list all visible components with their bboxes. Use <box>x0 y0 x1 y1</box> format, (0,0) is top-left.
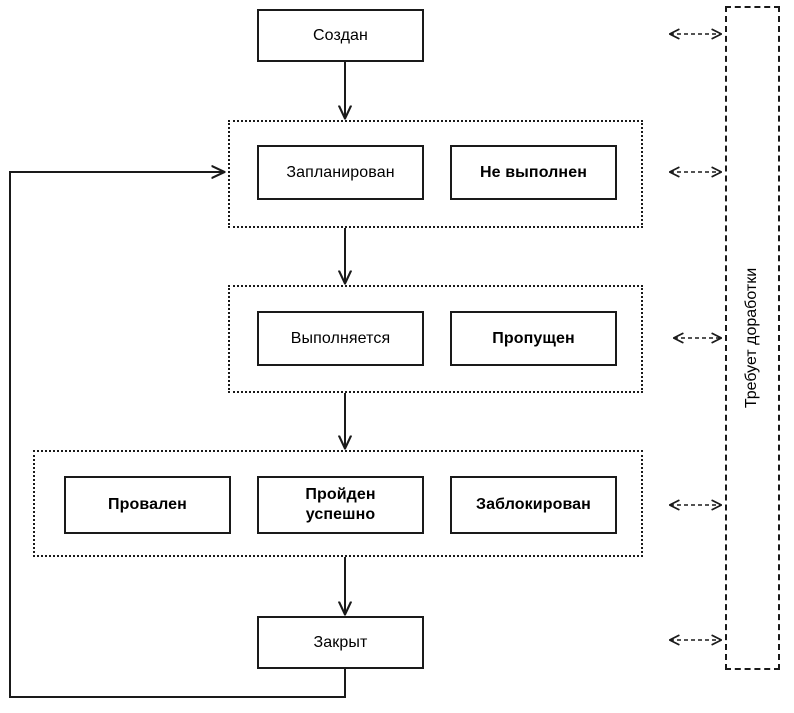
group-progress-container <box>228 285 643 393</box>
rework-panel[interactable]: Требует доработки <box>725 6 780 670</box>
state-box-closed[interactable]: Закрыт <box>257 616 424 669</box>
rework-panel-label: Требует доработки <box>743 267 761 409</box>
group-results-container <box>33 450 643 557</box>
state-box-blocked[interactable]: Заблокирован <box>450 476 617 534</box>
state-box-skipped[interactable]: Пропущен <box>450 311 617 366</box>
state-box-created[interactable]: Создан <box>257 9 424 62</box>
rework-panel-label-wrap: Требует доработки <box>727 8 778 668</box>
state-box-not-done[interactable]: Не выполнен <box>450 145 617 200</box>
state-box-planned[interactable]: Запланирован <box>257 145 424 200</box>
state-box-failed[interactable]: Провален <box>64 476 231 534</box>
state-box-in-progress[interactable]: Выполняется <box>257 311 424 366</box>
state-box-passed[interactable]: Пройден успешно <box>257 476 424 534</box>
group-planned-container <box>228 120 643 228</box>
